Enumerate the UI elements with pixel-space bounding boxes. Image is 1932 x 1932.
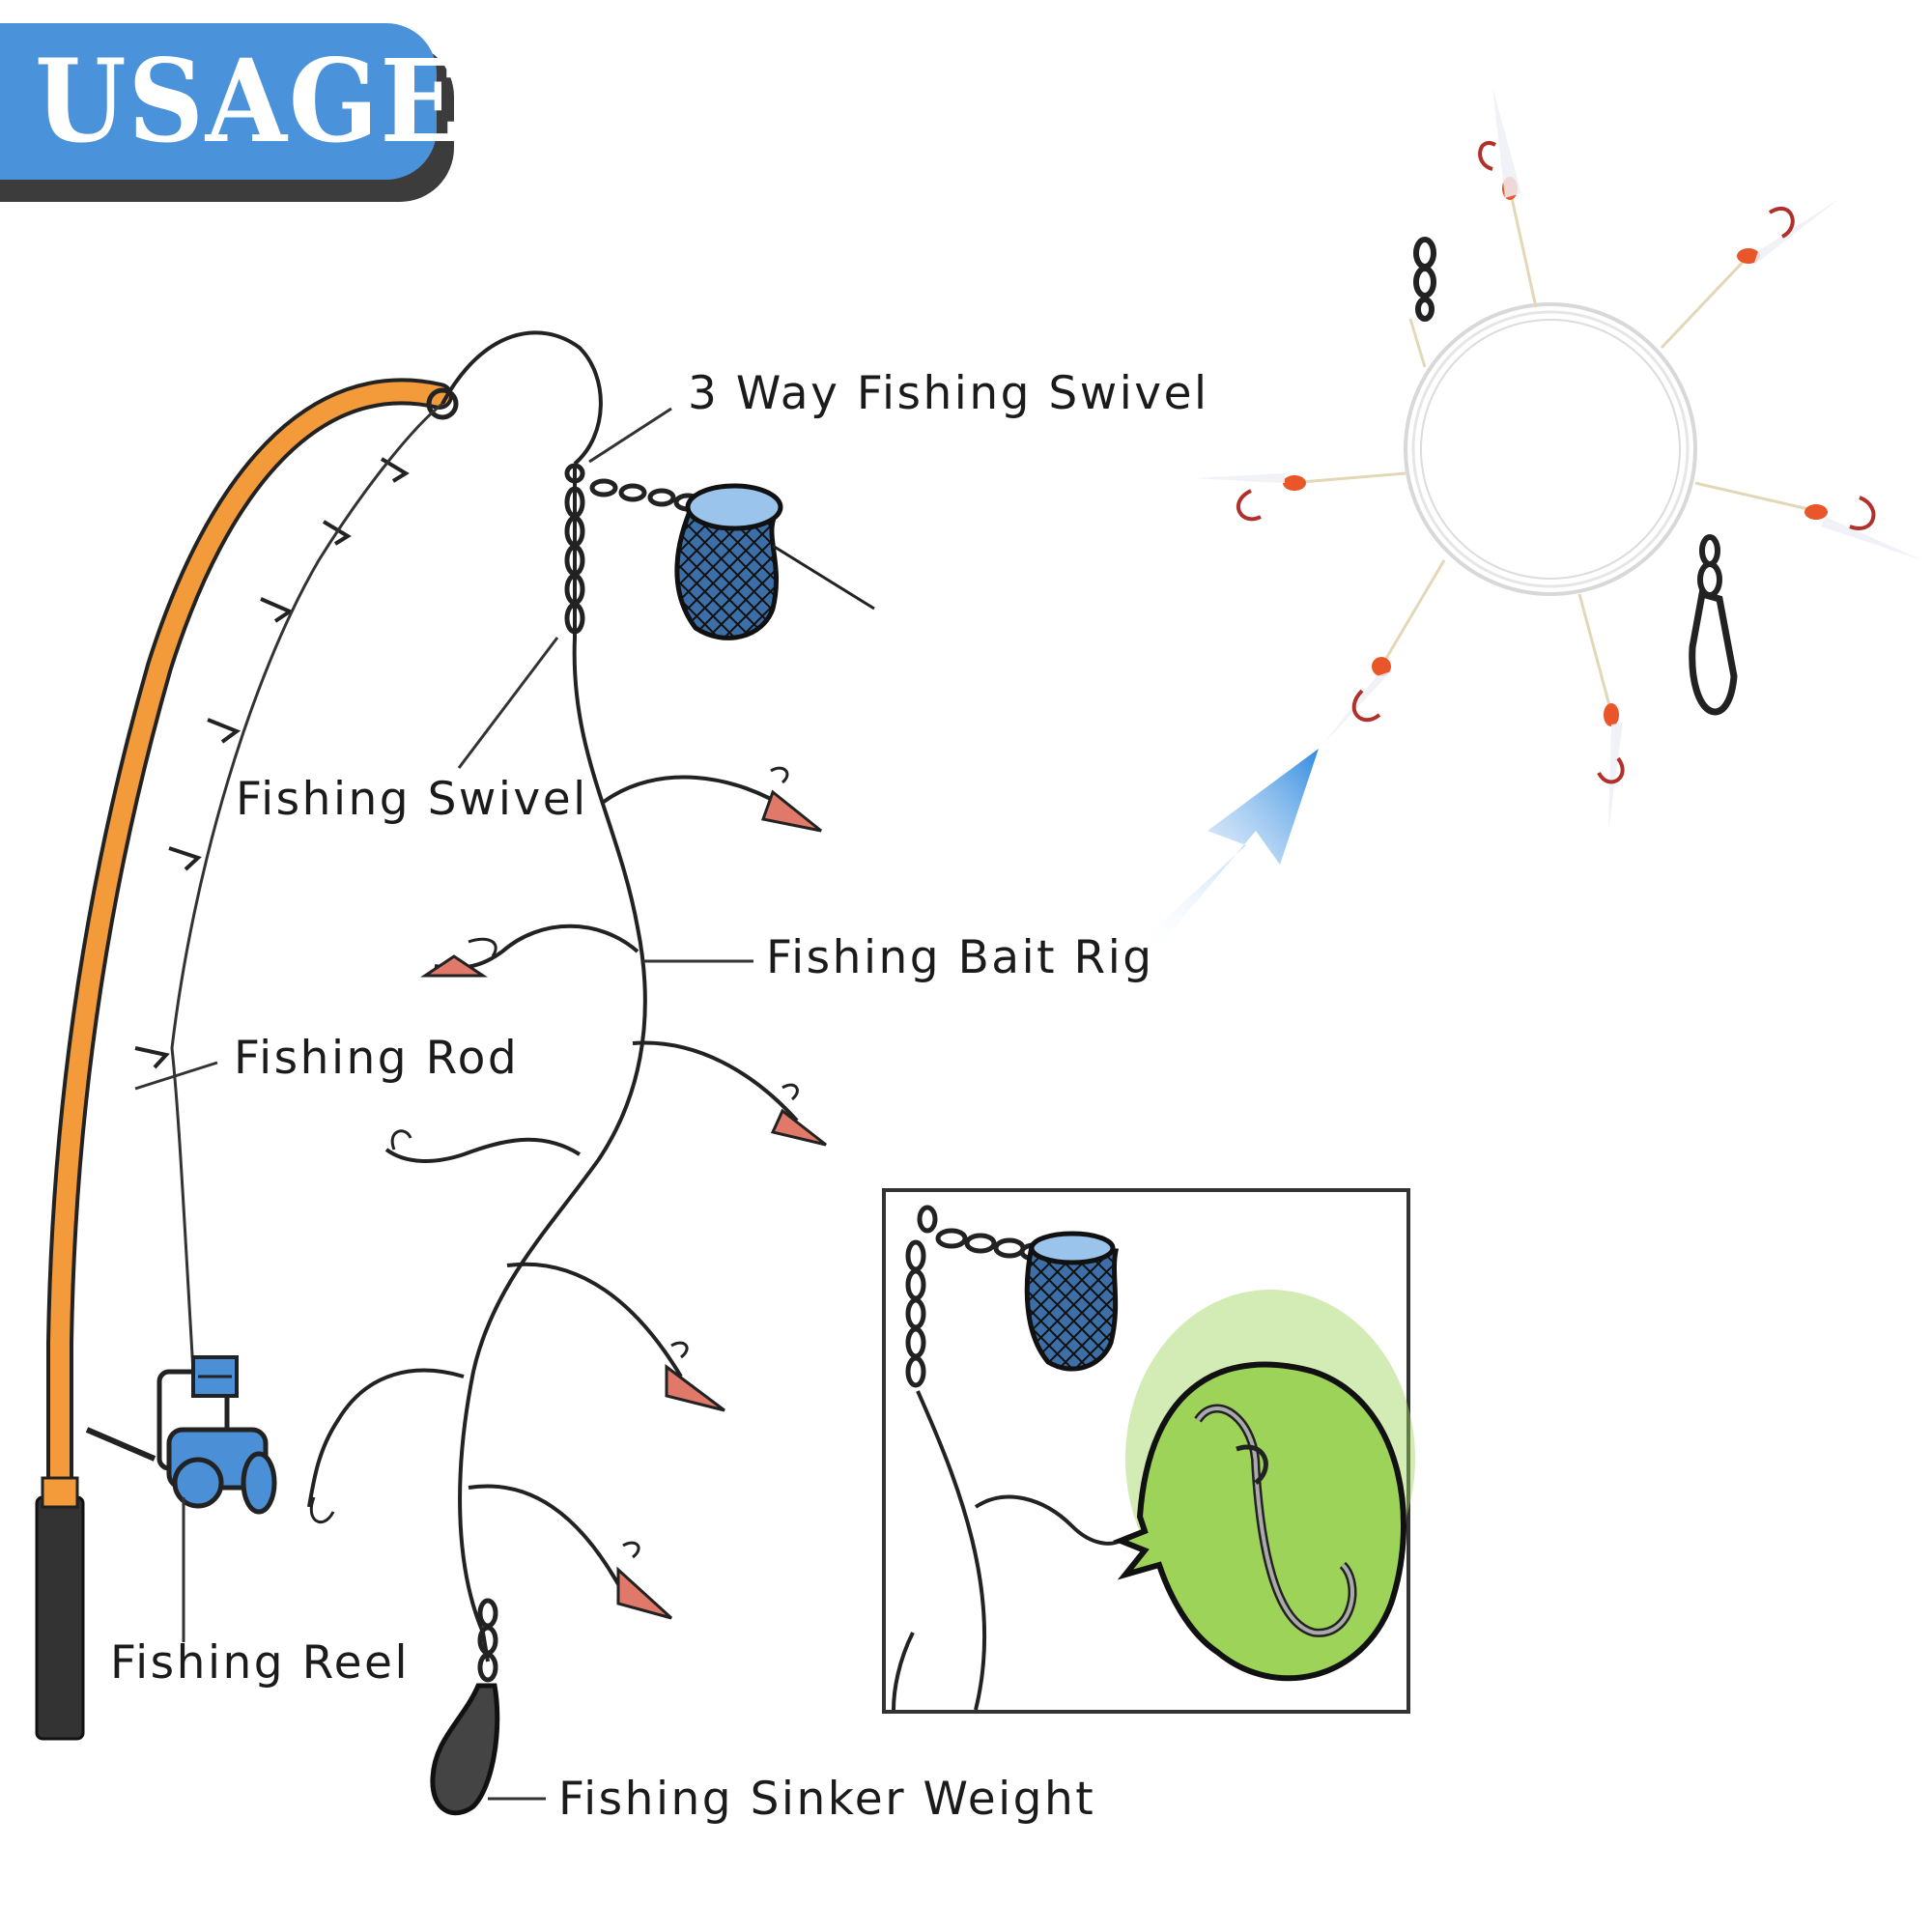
sinker-icon [430, 1598, 500, 1816]
label-fishing-bait-rig: Fishing Bait Rig [766, 931, 1154, 984]
product-bait-rig [1193, 87, 1922, 831]
usage-banner: USAGE [0, 23, 460, 202]
usage-banner-box: USAGE [0, 23, 460, 180]
fishing-rod-icon [35, 330, 603, 1741]
usage-title: USAGE [35, 34, 462, 168]
hook-icon [307, 775, 799, 1585]
net-basket-icon [674, 483, 875, 640]
fishing-reel-icon [85, 1355, 277, 1515]
label-fishing-sinker-weight: Fishing Sinker Weight [558, 1773, 1096, 1826]
label-fishing-reel: Fishing Reel [110, 1636, 411, 1690]
label-fishing-swivel: Fishing Swivel [236, 773, 588, 826]
leader-lines [134, 407, 753, 1801]
label-3-way-fishing-swivel: 3 Way Fishing Swivel [688, 367, 1209, 420]
label-fishing-rod: Fishing Rod [234, 1032, 520, 1085]
bait-rig-line [458, 464, 647, 1662]
arrow-icon [1145, 749, 1319, 952]
bait-tips [309, 766, 827, 1620]
inset-detail [882, 1188, 1415, 1714]
